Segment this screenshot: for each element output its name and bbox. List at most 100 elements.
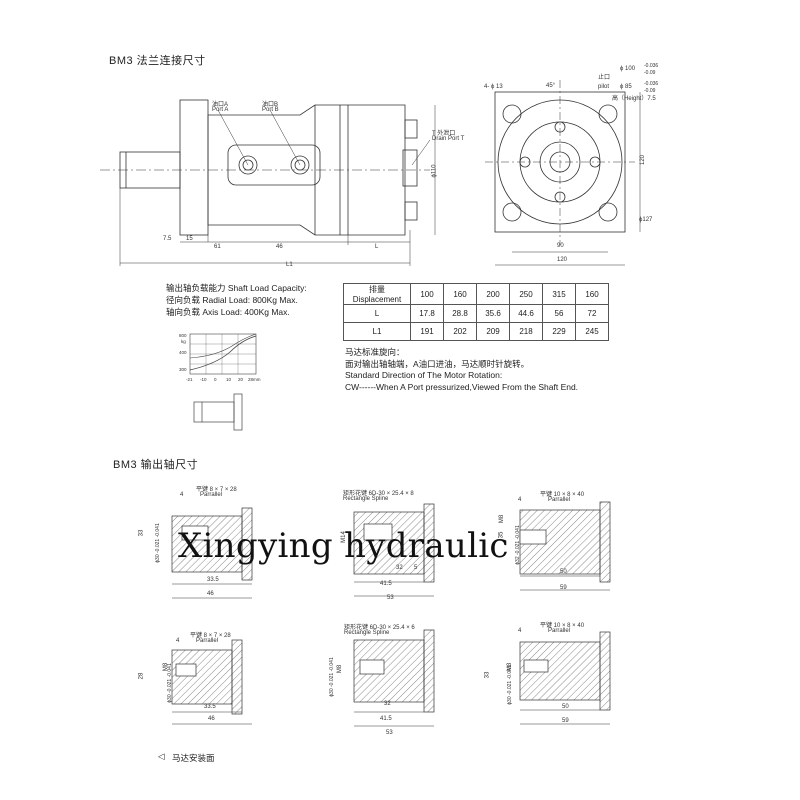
shaft-6-drawing — [519, 631, 611, 711]
shaft-3-drawing — [519, 501, 611, 583]
mounting-flange — [179, 99, 209, 236]
phi85-tol-lower: -0.09 — [644, 88, 656, 94]
graph-xtick: -21 — [186, 377, 193, 382]
phi100-label: ϕ 100 — [620, 66, 636, 72]
table-row-displacement: 排量 Displacement 100 160 200 250 315 160 — [343, 283, 609, 305]
shaft3-dim-50: 50 — [560, 569, 567, 575]
table-row-l1: L1 191 202 209 218 229 245 — [343, 322, 609, 341]
mount-hole-br — [598, 202, 618, 222]
table-cell: 72 — [575, 304, 609, 323]
graph-xtick: 28mm — [248, 377, 261, 382]
shaft4-key-label: 平键 8 × 7 × 28 — [190, 633, 231, 639]
phi85-tol-upper: -0.036 — [644, 81, 659, 87]
table-header-label: 排量 Displacement — [343, 283, 411, 305]
dim-l1: L1 — [286, 262, 293, 268]
graph-ytick: 400 — [179, 350, 187, 355]
shaft5-tol: ϕ30 -0.021 -0.041 — [328, 657, 335, 697]
graph-ytick: 800 — [179, 333, 187, 338]
axial-load: 轴向负载 Axis Load: 400Kg Max. — [166, 307, 290, 317]
dim-l: L — [375, 244, 379, 250]
watermark-text: Xingying hydraulic — [178, 526, 509, 566]
shaft2-key-label: 矩形花键 6D-30 × 25.4 × 8 — [343, 491, 414, 497]
shaft1-key-label: 平键 8 × 7 × 28 — [196, 487, 237, 493]
shaft2-dim-53: 53 — [387, 595, 394, 601]
phi85-label: ϕ 85 — [620, 84, 632, 90]
table-cell: 218 — [509, 322, 543, 341]
shaft6-dim-33: 33 — [484, 671, 491, 679]
table-row-label: L1 — [343, 322, 411, 341]
flange-section-title: BM3 法兰连接尺寸 — [109, 55, 206, 67]
table-cell: 209 — [476, 322, 510, 341]
phi100-tol-lower: -0.09 — [644, 70, 656, 76]
shaft4-dim-46: 46 — [208, 716, 215, 722]
mount-hole-tl — [502, 104, 522, 124]
shaft4-key-type: Parrallel — [196, 638, 219, 644]
dim-90: 90 — [557, 243, 564, 249]
graph-ytick: 300 — [179, 367, 187, 372]
table-cell: 202 — [443, 322, 477, 341]
rotation-title-cn: 马达标准旋向： — [345, 347, 405, 357]
shaft1-dim-4: 4 — [180, 492, 184, 498]
phi100-tol-upper: -0.036 — [644, 63, 659, 69]
shaft2-dim-5: 5 — [414, 565, 418, 571]
graph-xtick: 0 — [214, 377, 217, 382]
shaft6-tol: ϕ30 -0.021 -0.041 — [506, 665, 513, 705]
motor-side-view-drawing — [100, 99, 436, 266]
shaft5-dim-41-5: 41.5 — [380, 716, 392, 722]
shaft-section-title: BM3 输出轴尺寸 — [113, 459, 199, 471]
drain-port-en: Drain Port T — [432, 136, 465, 142]
shaft-1-drawing — [171, 507, 253, 581]
table-cell: 245 — [575, 322, 609, 341]
table-cell: 250 — [509, 283, 543, 305]
shaft3-thread: M8 — [499, 514, 506, 524]
mount-hole-tr — [598, 104, 618, 124]
dim-15: 15 — [186, 236, 193, 242]
graph-xtick: -10 — [200, 377, 207, 382]
load-capacity-title: 输出轴负载能力 Shaft Load Capacity: — [166, 283, 307, 293]
shaft3-dim-4: 4 — [518, 497, 522, 503]
port-a-en: Port A — [212, 107, 229, 113]
shaft1-dim-33: 33 — [138, 529, 145, 537]
shaft3-key-label: 平键 10 × 8 × 40 — [540, 492, 585, 498]
shaft5-thread: M8 — [337, 664, 344, 674]
radial-load: 径向负载 Radial Load: 800Kg Max. — [166, 295, 298, 305]
shaft4-thread: M8 — [163, 662, 170, 672]
rotation-title-en: Standard Direction of The Motor Rotation… — [345, 370, 503, 380]
shaft5-key-label: 矩形花键 6D-30 × 25.4 × 6 — [344, 625, 415, 631]
dim-phi110: ϕ110 — [431, 164, 438, 178]
port-a-cn: 油口A — [212, 102, 229, 108]
shaft4-dim-28: 28 — [138, 672, 145, 680]
shaft5-dim-32: 32 — [384, 701, 391, 707]
shaft5-dim-53: 53 — [386, 730, 393, 736]
shaft3-key-type: Parrallel — [548, 497, 571, 503]
dim-7-5: 7.5 — [163, 236, 172, 242]
table-cell: 160 — [443, 283, 477, 305]
shaft-drawings — [171, 501, 611, 727]
shaft6-key-label: 平键 10 × 8 × 40 — [540, 623, 585, 629]
shaft1-dim-33-5: 33.5 — [207, 577, 219, 583]
port-b-hole — [290, 155, 310, 175]
dim-120-bottom: 120 — [557, 257, 568, 263]
spigot-cn: 止口 — [598, 75, 611, 81]
mount-face-symbol: ◁ — [158, 751, 165, 761]
motor-front-view-drawing — [485, 80, 641, 266]
rotation-desc-en: CW------When A Port pressurized,Viewed F… — [345, 382, 579, 392]
mount-hole-bl — [502, 202, 522, 222]
port-b-en: Port B — [262, 107, 279, 113]
front-holes-label: 4- ϕ 13 — [484, 84, 503, 90]
table-row-l: L 17.8 28.8 35.6 44.6 56 72 — [343, 304, 609, 323]
port-b-cn: 油口B — [262, 102, 279, 108]
shaft5-key-type: Rectangle Spline — [344, 630, 390, 636]
shaft3-dim-59: 59 — [560, 585, 567, 591]
shaft2-dim-32: 32 — [396, 565, 403, 571]
table-cell: 200 — [476, 283, 510, 305]
port-boss — [227, 144, 321, 186]
displacement-spec-table: 排量 Displacement 100 160 200 250 315 160 … — [343, 283, 609, 341]
table-cell: 315 — [542, 283, 576, 305]
height-label: 高（Height）7.5 — [612, 96, 656, 102]
dim-61: 61 — [214, 244, 221, 250]
dim-120-right: 120 — [640, 154, 647, 166]
table-cell: 44.6 — [509, 304, 543, 323]
mount-face-label: 马达安装面 — [172, 753, 215, 763]
shaft-sketch — [193, 393, 243, 431]
